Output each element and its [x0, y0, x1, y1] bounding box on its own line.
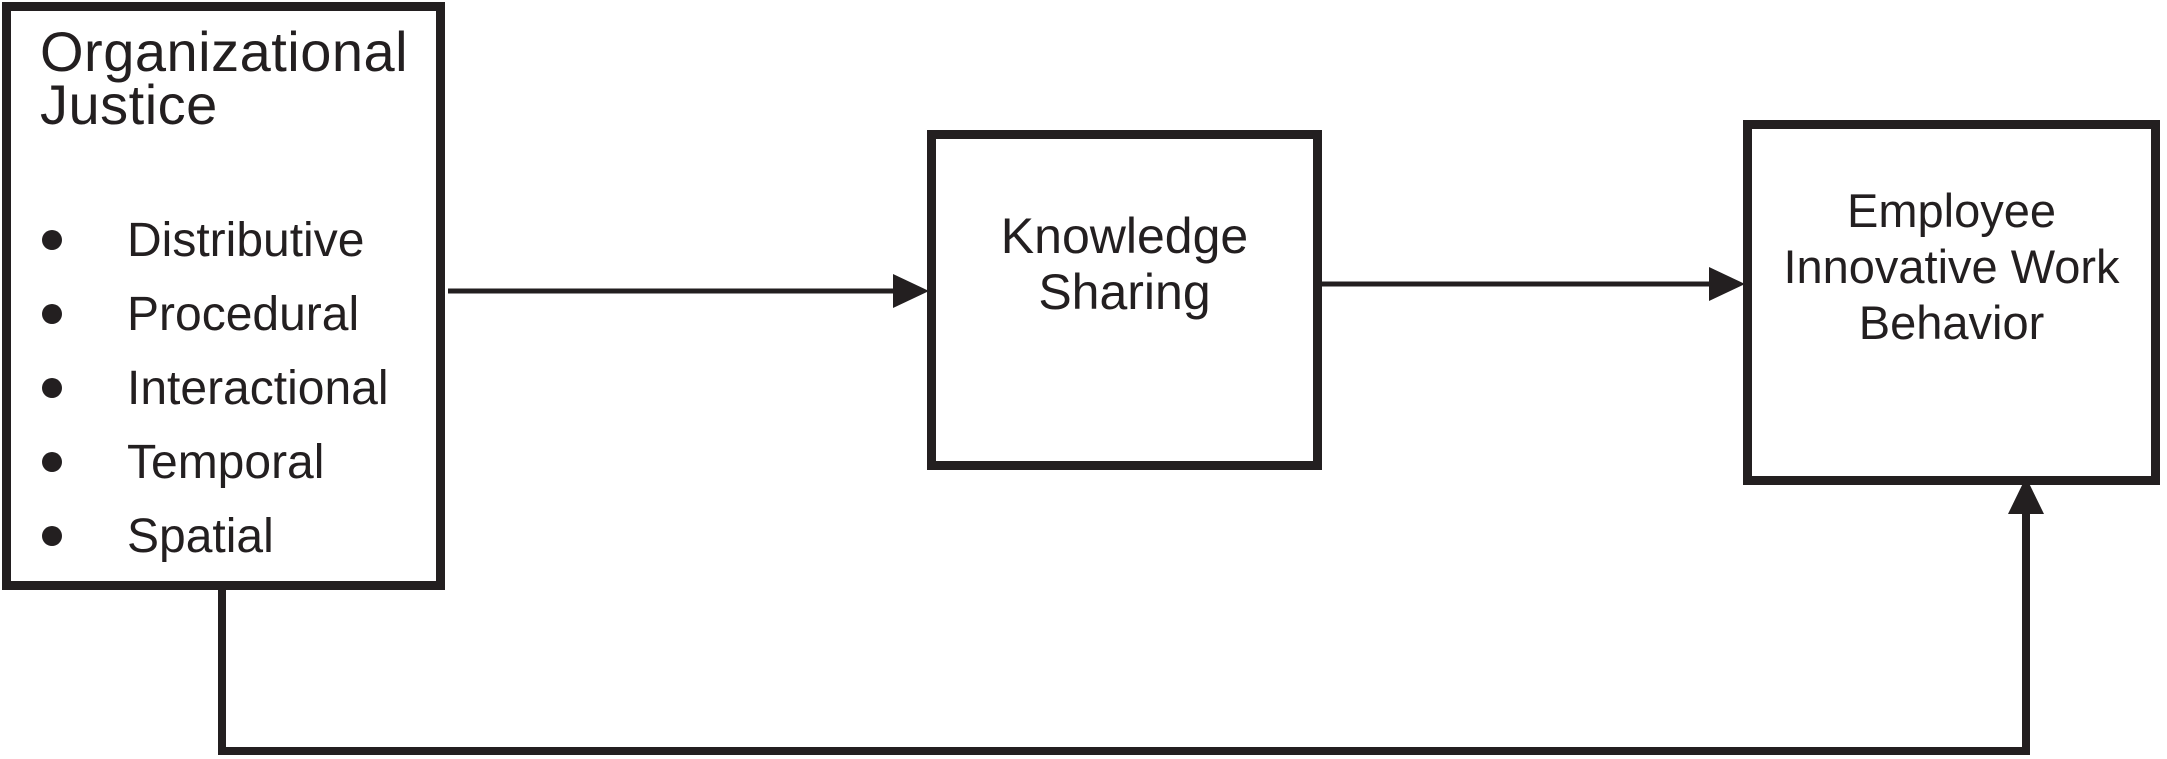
bullet-icon	[42, 230, 62, 250]
bullet-icon	[42, 452, 62, 472]
bullet-label: Interactional	[127, 361, 389, 415]
arrowhead-right-icon	[893, 274, 929, 308]
list-item: Temporal	[11, 425, 436, 499]
bullet-icon	[42, 304, 62, 324]
list-item: Interactional	[11, 351, 436, 425]
bullet-icon	[42, 526, 62, 546]
bullet-label: Distributive	[127, 213, 365, 267]
arrowhead-up-icon	[2008, 477, 2044, 514]
arrow-justice-to-knowledge	[448, 274, 929, 308]
bullet-label: Temporal	[127, 435, 325, 489]
justice-dimension-list: Distributive Procedural Interactional Te…	[11, 203, 436, 573]
employee-innovative-work-behavior-label: Employee Innovative Work Behavior	[1783, 184, 2120, 349]
list-item: Distributive	[11, 203, 436, 277]
bullet-icon	[42, 378, 62, 398]
arrow-justice-to-behavior-direct	[218, 477, 2044, 755]
list-item: Spatial	[11, 499, 436, 573]
organizational-justice-title: Organizational Justice	[40, 20, 409, 136]
bullet-label: Procedural	[127, 287, 360, 341]
employee-innovative-work-behavior-box: Employee Innovative Work Behavior	[1743, 120, 2160, 485]
bullet-label: Spatial	[127, 509, 274, 563]
knowledge-sharing-label: Knowledge Sharing	[1000, 208, 1249, 320]
arrow-knowledge-to-behavior	[1320, 267, 1745, 301]
knowledge-sharing-box: Knowledge Sharing	[927, 130, 1322, 470]
organizational-justice-box: Organizational Justice Distributive Proc…	[2, 2, 445, 590]
arrowhead-right-icon	[1709, 267, 1745, 301]
list-item: Procedural	[11, 277, 436, 351]
